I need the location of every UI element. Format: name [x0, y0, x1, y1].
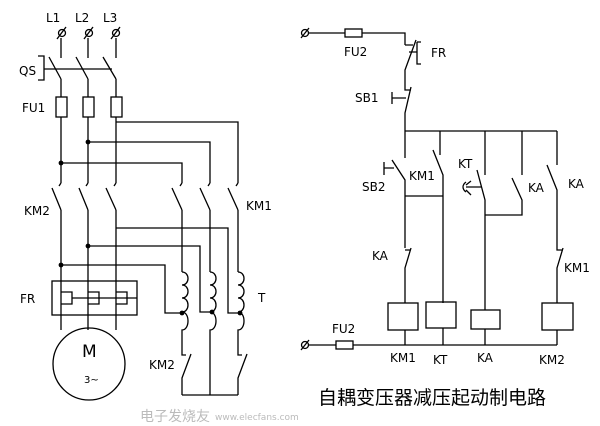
motor-type: 3~	[84, 375, 99, 386]
phase-label-l2: L2	[75, 11, 89, 25]
diagram-caption: 自耦变压器减压起动制电路	[318, 387, 546, 409]
ka-contact-label-2: KA	[568, 177, 585, 191]
transformer-label: T	[257, 291, 266, 305]
sb2-label: SB2	[362, 180, 385, 194]
km2-star-label: KM2	[149, 358, 175, 372]
fu2-bottom-label: FU2	[332, 322, 355, 336]
coil-kt	[425, 301, 457, 329]
km2-label: KM2	[24, 204, 50, 218]
coil-label-km2: KM2	[539, 353, 565, 367]
fu2-top-label: FU2	[344, 45, 367, 59]
fr-contact-label: FR	[431, 46, 446, 60]
power-circuit: L1 L2 L3 QS FU1 KM2 KM1	[19, 11, 272, 401]
sb1-label: SB1	[355, 91, 378, 105]
qs-linkage	[38, 55, 112, 81]
coil-label-km1: KM1	[390, 351, 416, 365]
coil-label-kt: KT	[433, 353, 448, 367]
watermark-url: www.elecfans.com	[215, 413, 299, 423]
fr-label: FR	[20, 292, 35, 306]
motor-symbol	[52, 327, 126, 401]
coil-ka	[470, 309, 501, 330]
terminal-symbols	[56, 26, 121, 40]
control-circuit: FU2 FR SB1 SB2 KA KM1 KT KA KA KM1 FU2 K…	[300, 27, 590, 367]
motor-label: M	[82, 342, 97, 362]
ka-nc-label: KA	[372, 249, 389, 263]
coil-label-ka: KA	[477, 351, 494, 365]
phase-label-l1: L1	[46, 11, 60, 25]
coil-km1	[387, 302, 419, 331]
fu1-label: FU1	[22, 101, 45, 115]
watermark-logo: 电子发烧友	[140, 409, 210, 425]
autotransformer-coils	[179, 271, 245, 395]
main-contacts	[51, 182, 239, 211]
km1-contact-label: KM1	[409, 169, 435, 183]
qs-label: QS	[19, 64, 36, 78]
phase-label-l3: L3	[103, 11, 117, 25]
km1-label: KM1	[246, 199, 272, 213]
km1-nc-label: KM1	[564, 261, 590, 275]
kt-contact-label: KT	[458, 157, 473, 171]
coil-km2	[541, 302, 574, 331]
ka-contact-label-1: KA	[528, 181, 545, 195]
